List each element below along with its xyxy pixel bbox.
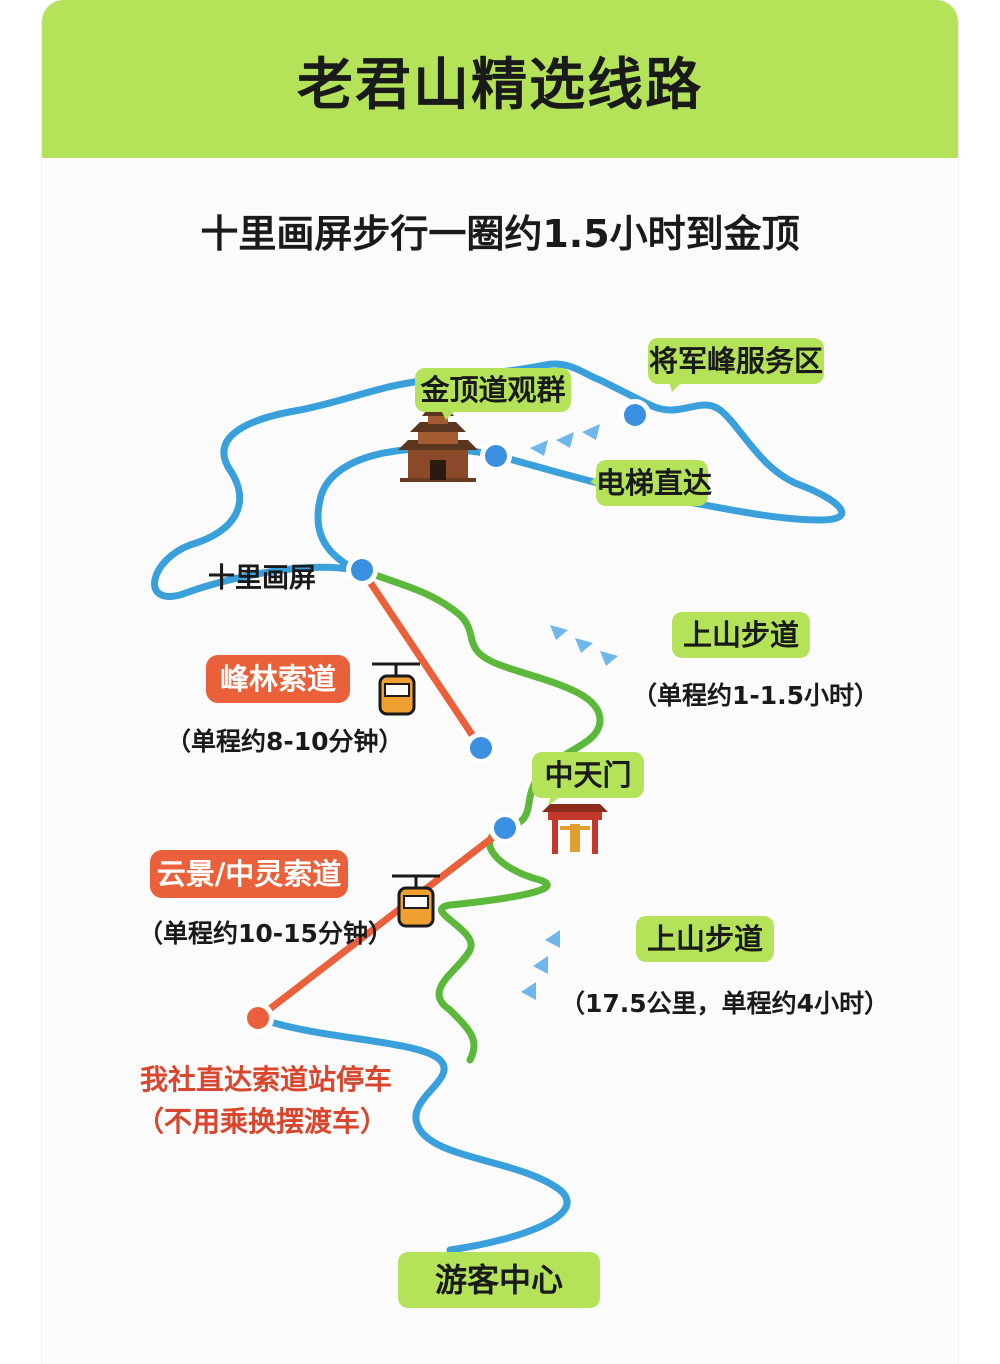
label-upper-trail: 上山步道	[672, 612, 810, 658]
label-lower-trail-time: （17.5公里，单程约4小时）	[560, 989, 890, 1018]
node-jinding	[480, 440, 512, 472]
yunjing-cableway	[254, 824, 509, 1022]
label-lower-trail: 上山步道	[636, 916, 774, 962]
node-zhongtianmen	[489, 812, 521, 844]
title-banner: 老君山精选线路	[42, 0, 958, 158]
label-yunjing-time: （单程约10-15分钟）	[138, 919, 393, 948]
cable-car-icon-fenglin	[372, 662, 420, 716]
node-jiangjunfeng	[619, 399, 651, 431]
temple-icon	[398, 406, 478, 482]
label-fenglin-time: （单程约8-10分钟）	[166, 727, 404, 756]
label-zhongtianmen: 中天门	[532, 752, 644, 798]
label-jinding: 金顶道观群	[415, 368, 571, 412]
direction-arrows	[521, 424, 618, 1000]
label-parking-note: 我社直达索道站停车	[140, 1063, 393, 1096]
label-yunjing-cableway: 云景/中灵索道	[150, 850, 348, 898]
node-shilihuaping	[346, 554, 378, 586]
subtitle: 十里画屏步行一圈约1.5小时到金顶	[200, 212, 800, 256]
fenglin-cableway	[358, 566, 485, 752]
label-shilihuaping: 十里画屏	[208, 563, 316, 594]
page-title: 老君山精选线路	[297, 53, 703, 118]
route-card: 老君山精选线路	[42, 0, 958, 1364]
label-fenglin-cableway: 峰林索道	[206, 655, 350, 703]
cable-car-icon-yunjing	[392, 874, 440, 928]
label-jiangjunfeng: 将军峰服务区	[648, 338, 824, 384]
lower-road	[254, 1014, 571, 1254]
node-parking	[242, 1002, 274, 1034]
label-visitor-center: 游客中心	[398, 1252, 600, 1308]
gate-icon	[542, 804, 608, 854]
label-upper-trail-time: （单程约1-1.5小时）	[632, 681, 880, 710]
node-fenglin-top	[465, 732, 497, 764]
label-parking-note2: （不用乘换摆渡车）	[136, 1105, 389, 1138]
label-elevator: 电梯直达	[596, 460, 712, 506]
